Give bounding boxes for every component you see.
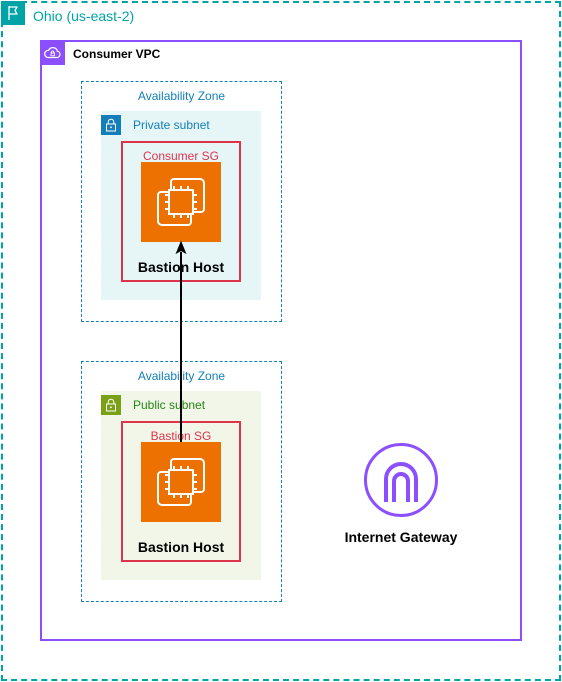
region-title: Ohio (us-east-2) xyxy=(33,8,135,24)
lock-icon xyxy=(101,115,121,135)
ec2-instance-icon xyxy=(141,162,221,242)
bastion-host-public-label: Bastion Host xyxy=(137,539,225,555)
vpc-title: Consumer VPC xyxy=(73,47,161,61)
flag-icon xyxy=(1,1,25,25)
availability-zone-1-title: Availability Zone xyxy=(137,89,226,103)
vpc-boundary xyxy=(40,40,522,641)
ec2-instance-icon xyxy=(141,442,221,522)
internet-gateway-label: Internet Gateway xyxy=(344,529,458,545)
consumer-sg-title: Consumer SG xyxy=(142,149,220,163)
public-subnet-title: Public subnet xyxy=(133,398,206,412)
vpc-cloud-icon xyxy=(40,40,65,65)
private-subnet-title: Private subnet xyxy=(133,118,210,132)
lock-icon xyxy=(101,395,121,415)
internet-gateway-icon xyxy=(363,442,439,518)
